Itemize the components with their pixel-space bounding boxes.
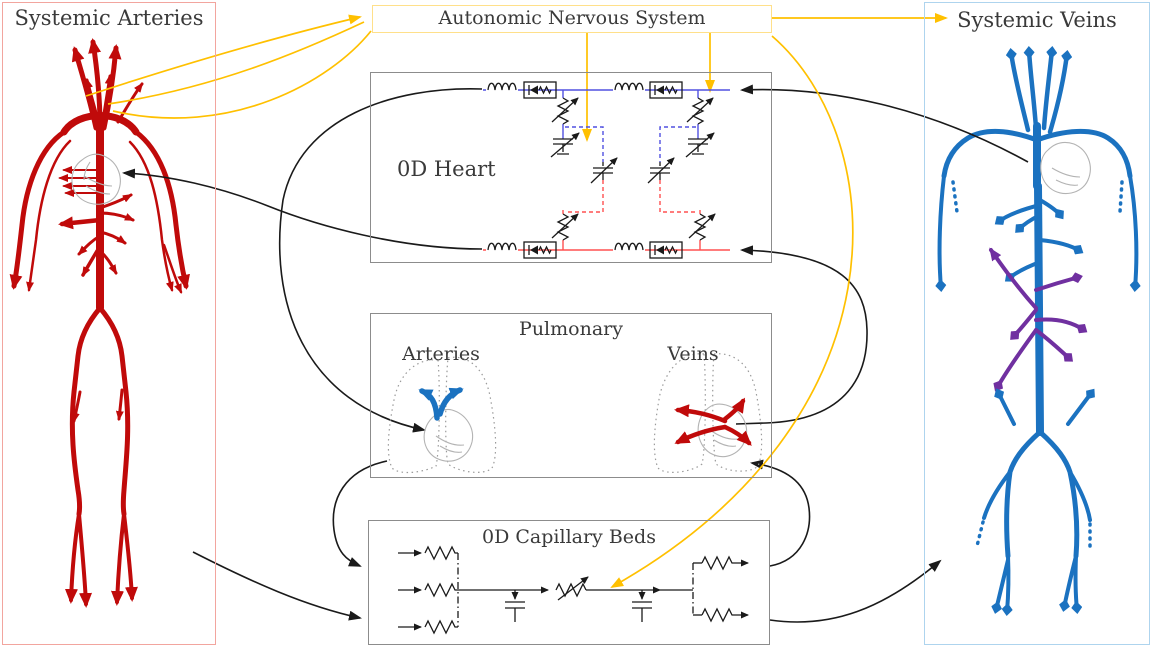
- pulmonary-arteries-label: Arteries: [402, 343, 480, 365]
- heart-panel: 0D Heart: [370, 72, 772, 263]
- heart-title: 0D Heart: [397, 157, 496, 181]
- pulmonary-veins-label: Veins: [667, 343, 719, 365]
- systemic-veins-panel: Systemic Veins: [924, 2, 1150, 645]
- ans-panel: Autonomic Nervous System: [372, 5, 772, 33]
- capillary-panel: 0D Capillary Beds: [368, 520, 770, 645]
- systemic-veins-title: Systemic Veins: [957, 8, 1117, 32]
- capillary-title: 0D Capillary Beds: [482, 526, 656, 548]
- systemic-arteries-panel: Systemic Arteries: [2, 2, 216, 645]
- pulmonary-panel: Pulmonary Arteries Veins: [370, 313, 772, 478]
- ans-title: Autonomic Nervous System: [438, 7, 706, 29]
- systemic-arteries-title: Systemic Arteries: [14, 6, 204, 30]
- pulmonary-title: Pulmonary: [519, 318, 623, 340]
